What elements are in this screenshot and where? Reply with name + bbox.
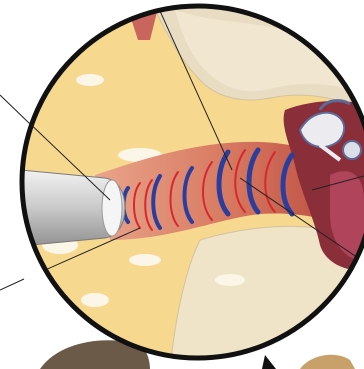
bone-blob bbox=[76, 74, 104, 86]
otoscope-probe-icon bbox=[0, 168, 125, 248]
hair-shape-2 bbox=[300, 355, 355, 369]
bone-blob bbox=[81, 293, 109, 307]
bone-blob bbox=[129, 254, 161, 266]
magnifier-handle bbox=[262, 355, 276, 369]
bone-blob bbox=[215, 274, 245, 286]
